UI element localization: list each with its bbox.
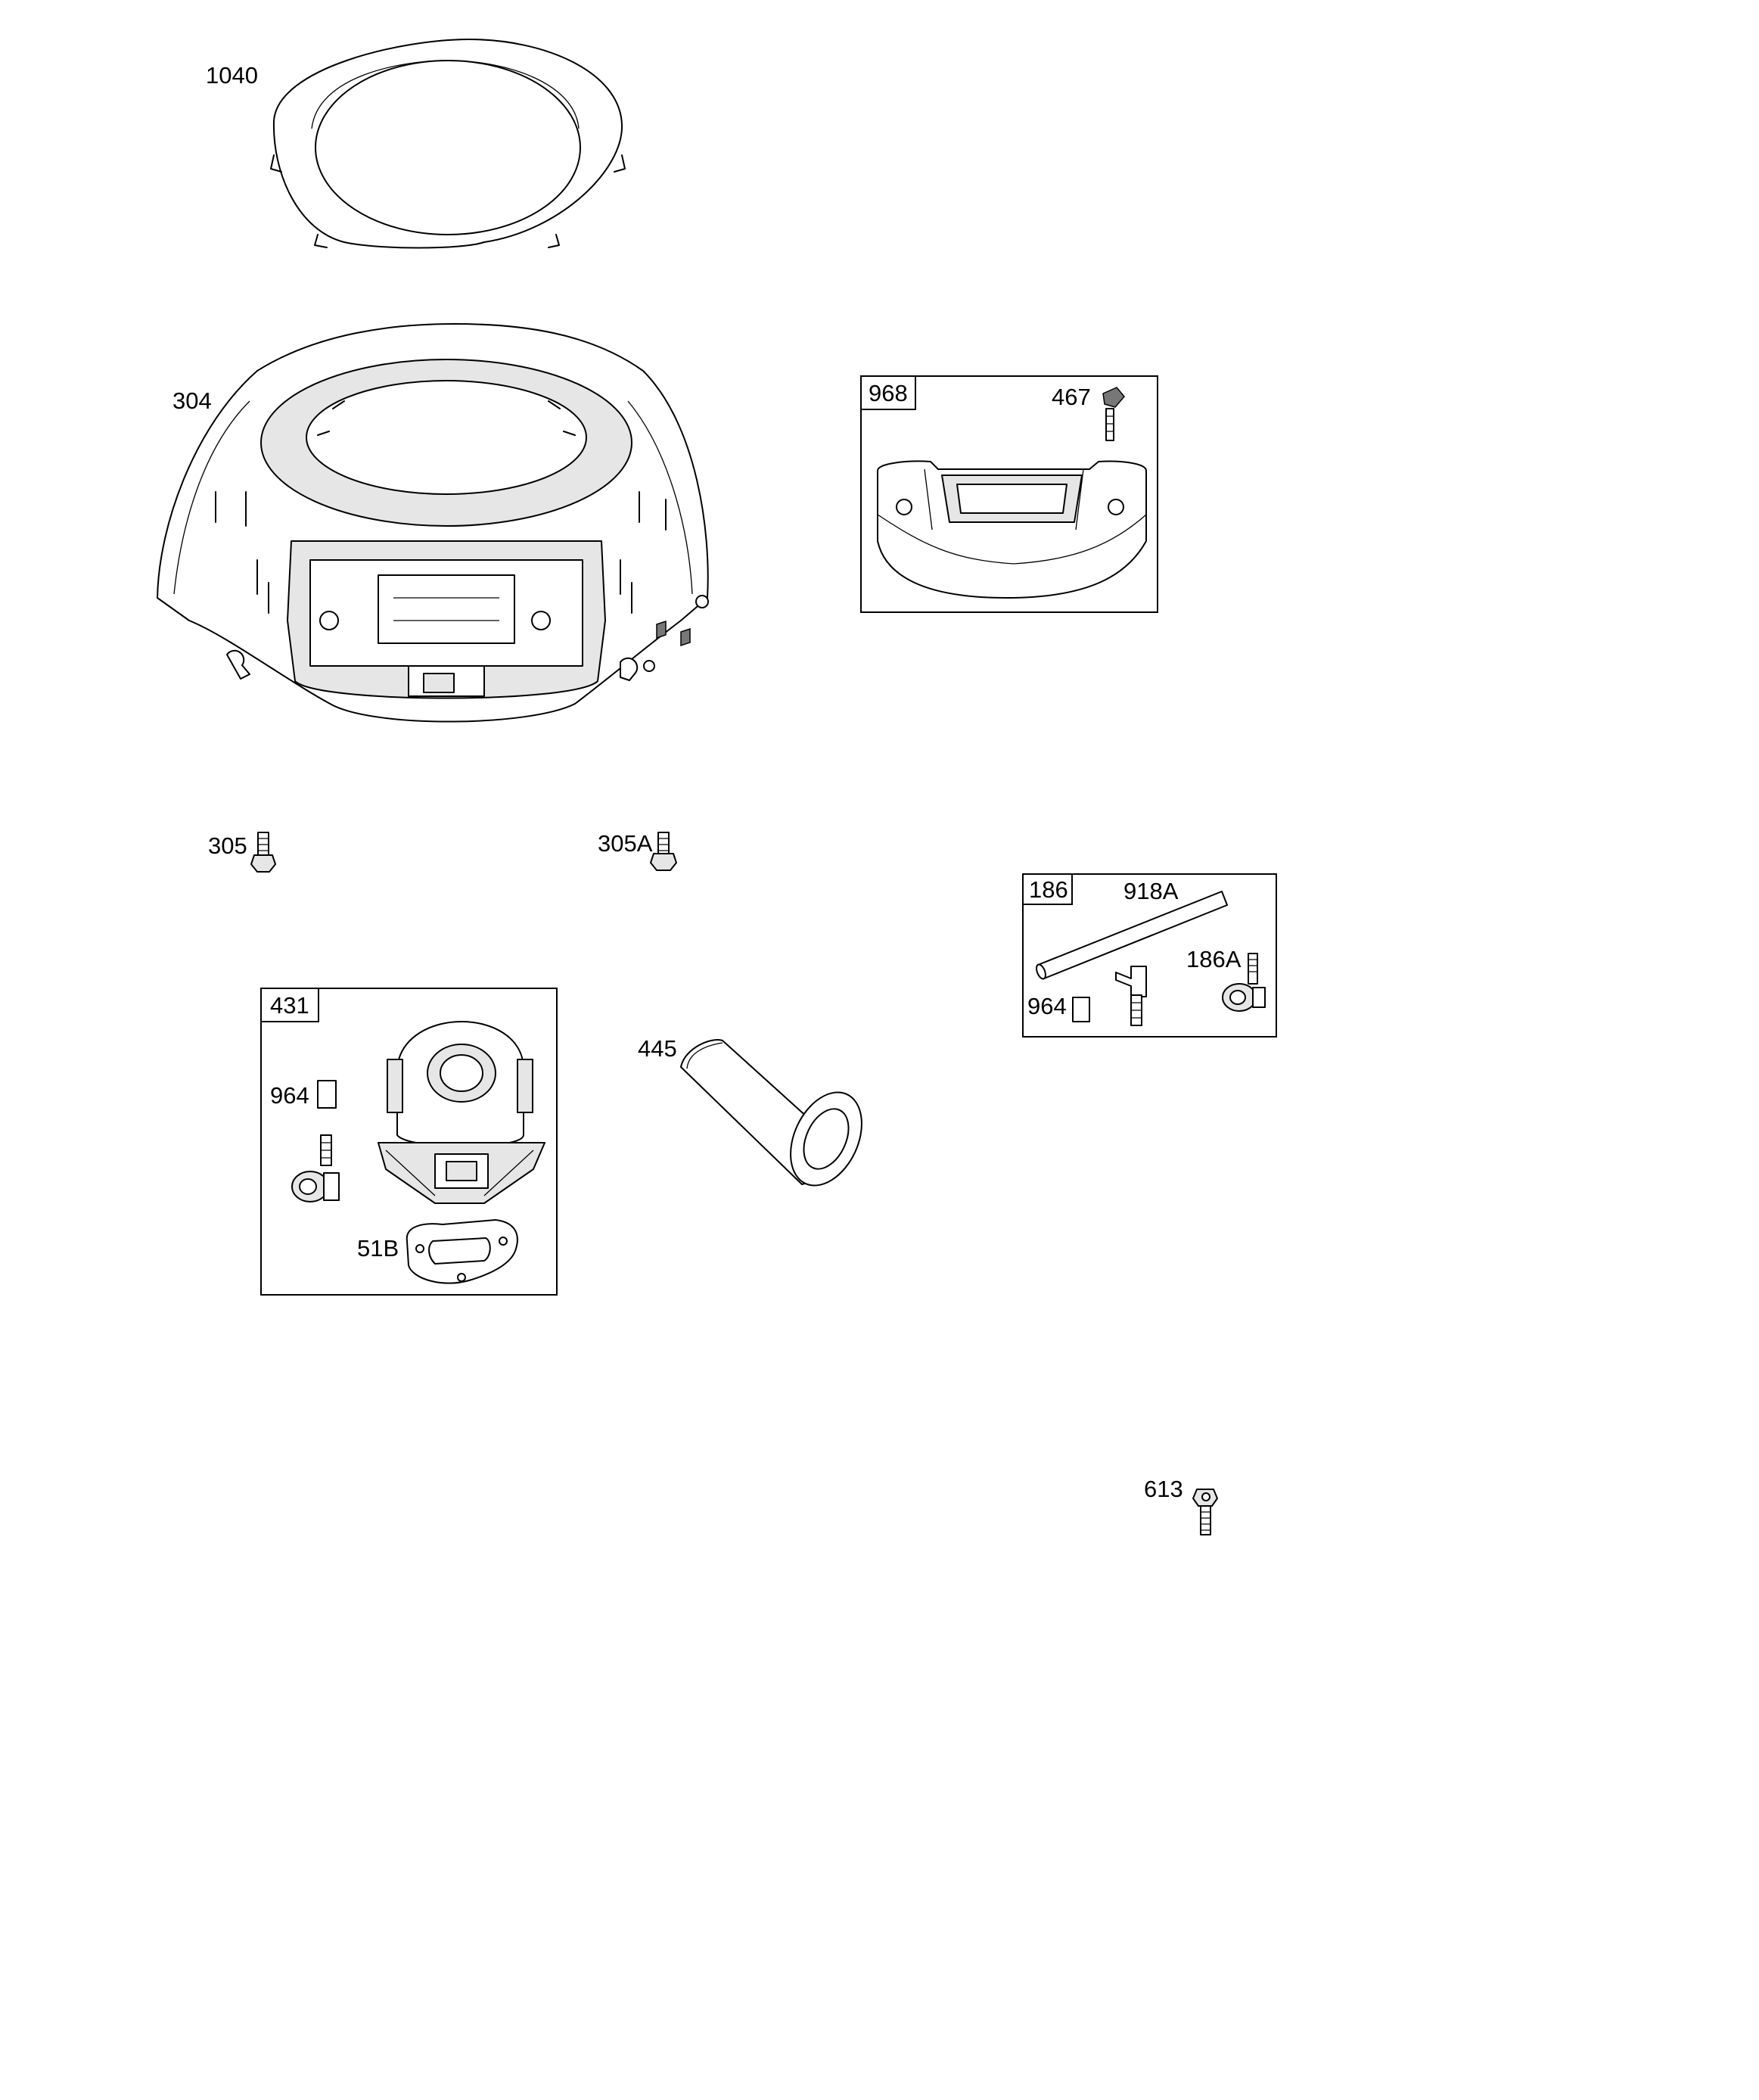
label-304: 304 <box>172 387 212 414</box>
fitting-icon[interactable] <box>1115 966 1147 1026</box>
hose-icon[interactable] <box>1035 891 1228 980</box>
cover-icon[interactable] <box>877 460 1147 599</box>
kit-431-box <box>260 988 558 1296</box>
sleeve-icon[interactable] <box>1072 997 1090 1022</box>
label-968: 968 <box>869 380 908 406</box>
label-186a: 186A <box>1186 946 1242 972</box>
bolt-icon[interactable] <box>250 832 276 873</box>
gasket-icon[interactable] <box>406 1219 518 1284</box>
label-51b: 51B <box>357 1235 399 1262</box>
kit-186-tag <box>1022 873 1073 905</box>
air-cleaner-base-icon[interactable] <box>378 1021 545 1204</box>
label-918a: 918A <box>1123 878 1179 904</box>
label-431: 431 <box>270 992 309 1019</box>
blower-housing-icon[interactable] <box>157 323 709 723</box>
fitting-icon[interactable] <box>1222 953 1266 1012</box>
bolt-icon[interactable] <box>1192 1489 1218 1535</box>
fitting-icon[interactable] <box>291 1134 340 1202</box>
ring-icon[interactable] <box>270 39 626 249</box>
label-186: 186 <box>1029 876 1068 903</box>
bolt-icon[interactable] <box>650 832 677 871</box>
label-445: 445 <box>638 1035 677 1062</box>
kit-431-tag <box>260 988 319 1022</box>
label-305a: 305A <box>598 830 653 857</box>
filter-cartridge-icon[interactable] <box>680 1039 876 1197</box>
label-964-kit186: 964 <box>1027 993 1067 1019</box>
label-1040: 1040 <box>206 62 258 89</box>
kit-968-tag <box>860 375 916 410</box>
label-305: 305 <box>208 832 247 859</box>
thumbscrew-icon[interactable] <box>1102 387 1125 441</box>
label-964-kit431: 964 <box>270 1082 309 1109</box>
label-613: 613 <box>1144 1476 1183 1502</box>
label-467: 467 <box>1052 384 1091 410</box>
sleeve-icon[interactable] <box>317 1080 337 1109</box>
kit-186-box <box>1022 873 1277 1038</box>
kit-968-box <box>860 375 1158 613</box>
